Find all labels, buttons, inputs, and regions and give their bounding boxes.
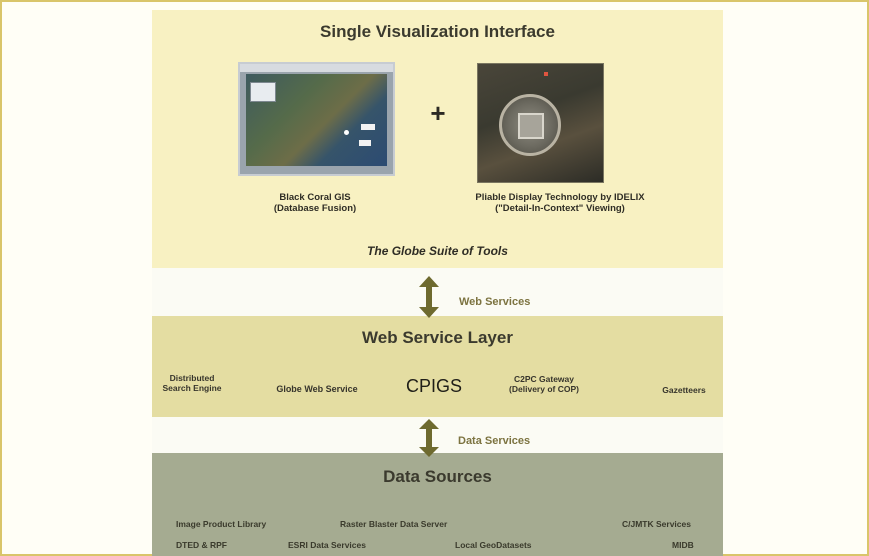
map-marker-icon [544, 72, 548, 76]
web-service-layer-title: Web Service Layer [362, 328, 513, 347]
map-label [361, 124, 375, 130]
magnifier-lens-icon [499, 94, 561, 156]
map-label [359, 140, 371, 146]
lens-focus-area [518, 113, 544, 139]
dted-rpf: DTED & RPF [176, 540, 227, 550]
service-line: Distributed [169, 373, 215, 383]
architecture-diagram: Single Visualization Interface + Black C… [152, 10, 723, 556]
black-coral-caption: Black Coral GIS (Database Fusion) [240, 192, 390, 214]
window-titlebar [240, 64, 393, 72]
c2pc-gateway: C2PC Gateway (Delivery of COP) [484, 374, 604, 394]
dialog-box [250, 82, 276, 102]
caption-line: ("Detail-In-Context" Viewing) [495, 203, 625, 214]
globe-suite-label: The Globe Suite of Tools [367, 244, 508, 258]
black-coral-gis-screenshot [238, 62, 395, 176]
plus-symbol: + [430, 98, 446, 128]
cjmtk-services: C/JMTK Services [622, 519, 691, 529]
web-service-layer-band [152, 316, 723, 417]
caption-line: (Database Fusion) [273, 203, 357, 214]
double-arrow-icon [419, 276, 439, 318]
map-marker-icon [344, 130, 349, 135]
raster-blaster-data-server: Raster Blaster Data Server [340, 519, 448, 529]
distributed-search-engine: Distributed Search Engine [156, 373, 228, 393]
gazetteers-service: Gazetteers [662, 385, 706, 395]
service-line: (Delivery of COP) [509, 384, 579, 394]
caption-line: Black Coral GIS [279, 192, 351, 203]
idelix-detail-in-context-screenshot [477, 63, 604, 183]
idelix-caption: Pliable Display Technology by IDELIX ("D… [434, 192, 686, 214]
cpigs-service: CPIGS [405, 376, 462, 396]
visualization-interface-title: Single Visualization Interface [320, 22, 555, 41]
data-services-label: Data Services [458, 435, 531, 447]
web-services-label: Web Services [459, 296, 531, 308]
caption-line: Pliable Display Technology by IDELIX [475, 192, 645, 203]
service-line: C2PC Gateway [514, 374, 574, 384]
service-line: Search Engine [162, 383, 222, 393]
local-geodatasets: Local GeoDatasets [455, 540, 532, 550]
esri-data-services: ESRI Data Services [288, 540, 366, 550]
midb: MIDB [672, 540, 694, 550]
data-sources-title: Data Sources [383, 467, 492, 486]
data-sources-band [152, 453, 723, 556]
globe-web-service: Globe Web Service [276, 384, 358, 394]
image-product-library: Image Product Library [176, 519, 267, 529]
double-arrow-icon [419, 419, 439, 457]
